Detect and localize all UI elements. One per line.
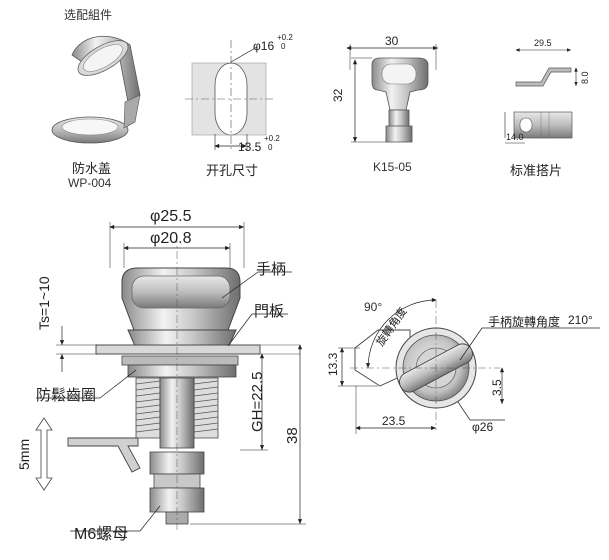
nut-label: M6螺母 <box>74 526 129 543</box>
cutout-name: 开孔尺寸 <box>206 163 259 178</box>
lock-side-view <box>338 297 600 434</box>
bracket-offset: 14.0 <box>506 132 524 142</box>
key-drawing <box>346 44 438 143</box>
handle-label: 手柄 <box>256 261 287 278</box>
bracket-height: 8.0 <box>580 71 590 84</box>
key-height: 32 <box>331 88 345 102</box>
flat-tolerance-lower: 0 <box>268 143 273 152</box>
lock-front-view <box>35 222 306 532</box>
panel-label: 門板 <box>254 303 285 320</box>
handle-rotation-value: 210° <box>568 313 593 327</box>
flat-dimension: 13.5 <box>238 140 262 154</box>
total-length: 38 <box>284 427 301 444</box>
cam-offset: 5mm <box>16 438 32 470</box>
rotation-angle: 90° <box>364 300 383 314</box>
hole-diameter: φ16 <box>253 39 275 53</box>
thickness-range: Ts=1~10 <box>36 276 52 330</box>
cutout-drawing <box>185 40 275 150</box>
grip-height: GH=22.5 <box>249 371 266 432</box>
cover-code: WP-004 <box>68 176 112 190</box>
side-offset: 3.5 <box>490 379 504 396</box>
hole-tolerance-upper: +0.2 <box>277 33 293 42</box>
side-width: 23.5 <box>382 414 406 428</box>
bracket-length: 29.5 <box>534 38 552 48</box>
key-name: K15-05 <box>373 160 412 174</box>
optional-parts-label: 选配組件 <box>64 8 113 22</box>
handle-rotation-label: 手柄旋轉角度 <box>488 315 561 329</box>
flat-tolerance-upper: +0.2 <box>264 134 280 143</box>
side-diameter: φ26 <box>472 420 494 434</box>
bracket-name: 标准搭片 <box>510 163 563 178</box>
cover-name: 防水盖 <box>72 161 112 176</box>
bracket-drawing <box>504 48 578 144</box>
side-height: 13.3 <box>326 352 340 376</box>
key-width: 30 <box>385 34 399 48</box>
hole-tolerance-lower: 0 <box>281 42 286 51</box>
waterproof-cover-drawing <box>51 36 141 144</box>
washer-label: 防鬆齒圈 <box>36 387 97 404</box>
outer-diameter: φ25.5 <box>150 208 192 225</box>
inner-diameter: φ20.8 <box>150 230 192 247</box>
